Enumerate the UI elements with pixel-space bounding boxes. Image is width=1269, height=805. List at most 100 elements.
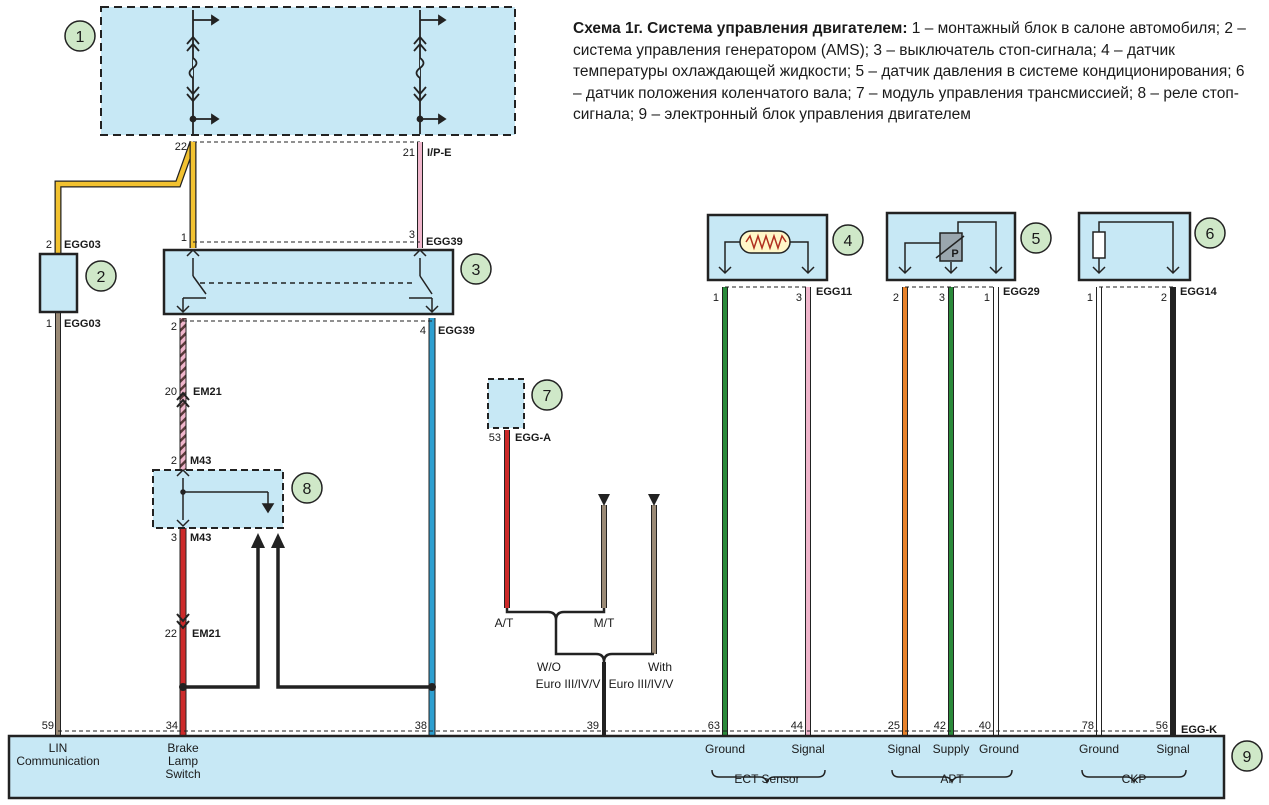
pin-label: 25 bbox=[888, 720, 900, 732]
connector-egg14: EGG14 bbox=[1180, 286, 1218, 298]
ecu-lin-label: Communication bbox=[16, 754, 99, 768]
pin-label: 2 bbox=[171, 455, 177, 467]
connector-egg03-top: EGG03 bbox=[64, 239, 101, 251]
connector-egg11: EGG11 bbox=[816, 286, 852, 298]
pin-label: 22 bbox=[175, 141, 187, 153]
pin-label: 53 bbox=[489, 432, 501, 444]
connector-m43-top: M43 bbox=[190, 455, 211, 467]
marker-3: 3 bbox=[472, 262, 481, 279]
pin-label: 34 bbox=[166, 720, 178, 732]
pin-label: 78 bbox=[1082, 720, 1094, 732]
fuse-left-icon bbox=[186, 10, 220, 134]
marker-8: 8 bbox=[303, 481, 312, 498]
ecu-9 bbox=[7, 730, 1226, 800]
marker-5: 5 bbox=[1032, 231, 1041, 248]
connector-egg29: EGG29 bbox=[1003, 286, 1040, 298]
connector-ipe: I/P-E bbox=[427, 147, 451, 159]
ecu-brake-label: Brake bbox=[167, 741, 199, 755]
ecu-apt-supply: Supply bbox=[933, 742, 970, 756]
ecu-apt-ground: Ground bbox=[979, 742, 1019, 756]
pin-label: 3 bbox=[939, 292, 945, 304]
pin-label: 2 bbox=[171, 321, 177, 333]
label-with-euro: Euro III/IV/V bbox=[609, 677, 674, 691]
label-mt: M/T bbox=[594, 616, 615, 630]
relay-contact-icon bbox=[176, 468, 275, 528]
marker-7: 7 bbox=[543, 388, 552, 405]
diagram-caption: Схема 1г. Система управления двигателем:… bbox=[573, 18, 1253, 126]
pin-label: 39 bbox=[587, 720, 599, 732]
pin-label: 2 bbox=[46, 239, 52, 251]
connector-egg03-bottom: EGG03 bbox=[64, 318, 101, 330]
ecu-brake-label: Lamp bbox=[168, 754, 198, 768]
connector-egga: EGG-A bbox=[515, 432, 551, 444]
marker-6: 6 bbox=[1206, 226, 1215, 243]
ecu-brake-label: Switch bbox=[165, 767, 200, 781]
pin-label: 20 bbox=[165, 386, 177, 398]
pin-label: 59 bbox=[42, 720, 54, 732]
marker-2: 2 bbox=[97, 269, 106, 286]
label-at: A/T bbox=[495, 616, 514, 630]
fuse-right-icon bbox=[413, 10, 447, 134]
pin-label: 2 bbox=[893, 292, 899, 304]
pin-label: 40 bbox=[979, 720, 991, 732]
component-markers: 1 2 3 4 5 6 7 8 9 bbox=[64, 20, 1263, 772]
ecu-ect-signal: Signal bbox=[791, 742, 824, 756]
brake-relay-8 bbox=[152, 468, 284, 529]
pin-label: 3 bbox=[171, 532, 177, 544]
ecu-labels: LIN Communication Brake Lamp Switch Grou… bbox=[16, 741, 1189, 786]
caption-text: 1 – монтажный блок в салоне автомобиля; … bbox=[573, 20, 1246, 123]
marker-9: 9 bbox=[1243, 749, 1252, 766]
pin-label: 44 bbox=[791, 720, 803, 732]
pin-label: 3 bbox=[409, 229, 415, 241]
ckp-sensor-6 bbox=[1077, 211, 1192, 288]
connector-em21-top: EM21 bbox=[193, 386, 222, 398]
connector-codes: I/P-E EGG03 EGG03 EGG39 EGG39 EGG11 EGG2… bbox=[64, 147, 1218, 736]
connector-em21-bottom: EM21 bbox=[192, 628, 221, 640]
pin-label: 1 bbox=[1087, 292, 1093, 304]
ecu-ect-ground: Ground bbox=[705, 742, 745, 756]
pin-label: 38 bbox=[415, 720, 427, 732]
apt-sensor-5 bbox=[885, 211, 1017, 288]
pin-label: 1 bbox=[984, 292, 990, 304]
pin-numbers: 22 21 2 1 1 3 2 4 20 2 3 22 53 1 3 2 3 1… bbox=[42, 141, 1168, 732]
pin-label: 21 bbox=[403, 147, 415, 159]
ecu-ckp-ground: Ground bbox=[1079, 742, 1119, 756]
caption-title: Схема 1г. Система управления двигателем: bbox=[573, 20, 908, 37]
transmission-module-7 bbox=[487, 378, 525, 429]
connector-m43-bottom: M43 bbox=[190, 532, 211, 544]
ecu-ckp-signal: Signal bbox=[1156, 742, 1189, 756]
pin-label: 42 bbox=[934, 720, 946, 732]
pin-label: 3 bbox=[796, 292, 802, 304]
pin-label: 22 bbox=[165, 628, 177, 640]
pin-label: 63 bbox=[708, 720, 720, 732]
switch-contacts-icon bbox=[176, 248, 439, 314]
marker-4: 4 bbox=[844, 233, 853, 250]
connector-eggk: EGG-K bbox=[1181, 724, 1217, 736]
label-wo: W/O bbox=[537, 660, 561, 674]
pin-label: 1 bbox=[46, 318, 52, 330]
label-with: With bbox=[648, 660, 672, 674]
inline-connector-icons bbox=[176, 391, 190, 630]
pin-label: 2 bbox=[1161, 292, 1167, 304]
pin-label: 4 bbox=[420, 325, 426, 337]
ecu-apt-group: APT bbox=[940, 772, 964, 786]
ecu-lin-label: LIN bbox=[49, 741, 68, 755]
ect-sensor-4 bbox=[706, 213, 829, 288]
pressure-sensor-label: P bbox=[951, 248, 958, 260]
option-labels: A/T M/T W/O Euro III/IV/V With Euro III/… bbox=[495, 248, 959, 691]
connector-egg39-top: EGG39 bbox=[426, 236, 463, 248]
wires bbox=[54, 140, 1176, 735]
mounting-block-1 bbox=[100, 6, 516, 143]
ecu-ckp-group: CKP bbox=[1122, 772, 1147, 786]
ams-unit-2 bbox=[38, 252, 79, 314]
ecu-apt-signal: Signal bbox=[887, 742, 920, 756]
ecu-ect-group: ECT Sensor bbox=[734, 772, 799, 786]
brake-lamp-switch-3 bbox=[162, 241, 455, 322]
label-wo-euro: Euro III/IV/V bbox=[536, 677, 601, 691]
pin-label: 1 bbox=[181, 232, 187, 244]
pin-label: 56 bbox=[1156, 720, 1168, 732]
pin-label: 1 bbox=[713, 292, 719, 304]
connector-egg39-bottom: EGG39 bbox=[438, 325, 475, 337]
